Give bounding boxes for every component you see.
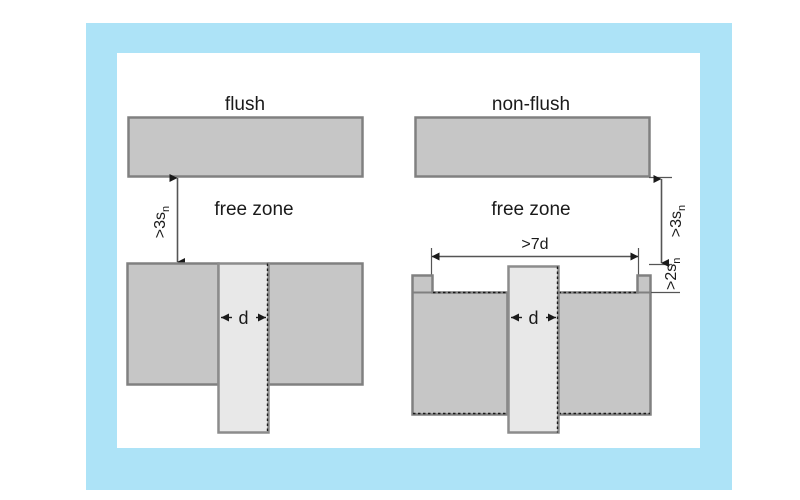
left-upper-block	[127, 116, 364, 178]
right-sensor-body	[507, 265, 560, 434]
left-panel-title: flush	[225, 94, 265, 115]
right-mount-wall-left-top	[411, 274, 434, 294]
right-free-zone-label: free zone	[491, 199, 570, 220]
right-mount-wall-right-top	[636, 274, 652, 294]
left-mount-block-right	[267, 262, 364, 386]
right-mount-block-right	[557, 291, 652, 416]
right-mount-block-left	[411, 291, 509, 416]
right-upper-block	[414, 116, 651, 178]
right-recess-width-label: >7d	[521, 236, 548, 253]
right-diameter-label: d	[528, 308, 538, 328]
left-diameter-label: d	[238, 308, 248, 328]
right-recess-depth-label: >2sn	[663, 258, 683, 290]
right-panel-non-flush: non-flush free zone >7d	[411, 94, 688, 434]
right-clearance-label: >3sn	[668, 205, 688, 237]
right-panel-title: non-flush	[492, 94, 570, 115]
left-free-zone-label: free zone	[214, 199, 293, 220]
left-sensor-body	[217, 262, 270, 434]
left-mount-block-left	[126, 262, 220, 386]
left-panel-flush: flush >3sn free zone d	[126, 94, 364, 434]
left-clearance-label: >3sn	[152, 206, 172, 238]
